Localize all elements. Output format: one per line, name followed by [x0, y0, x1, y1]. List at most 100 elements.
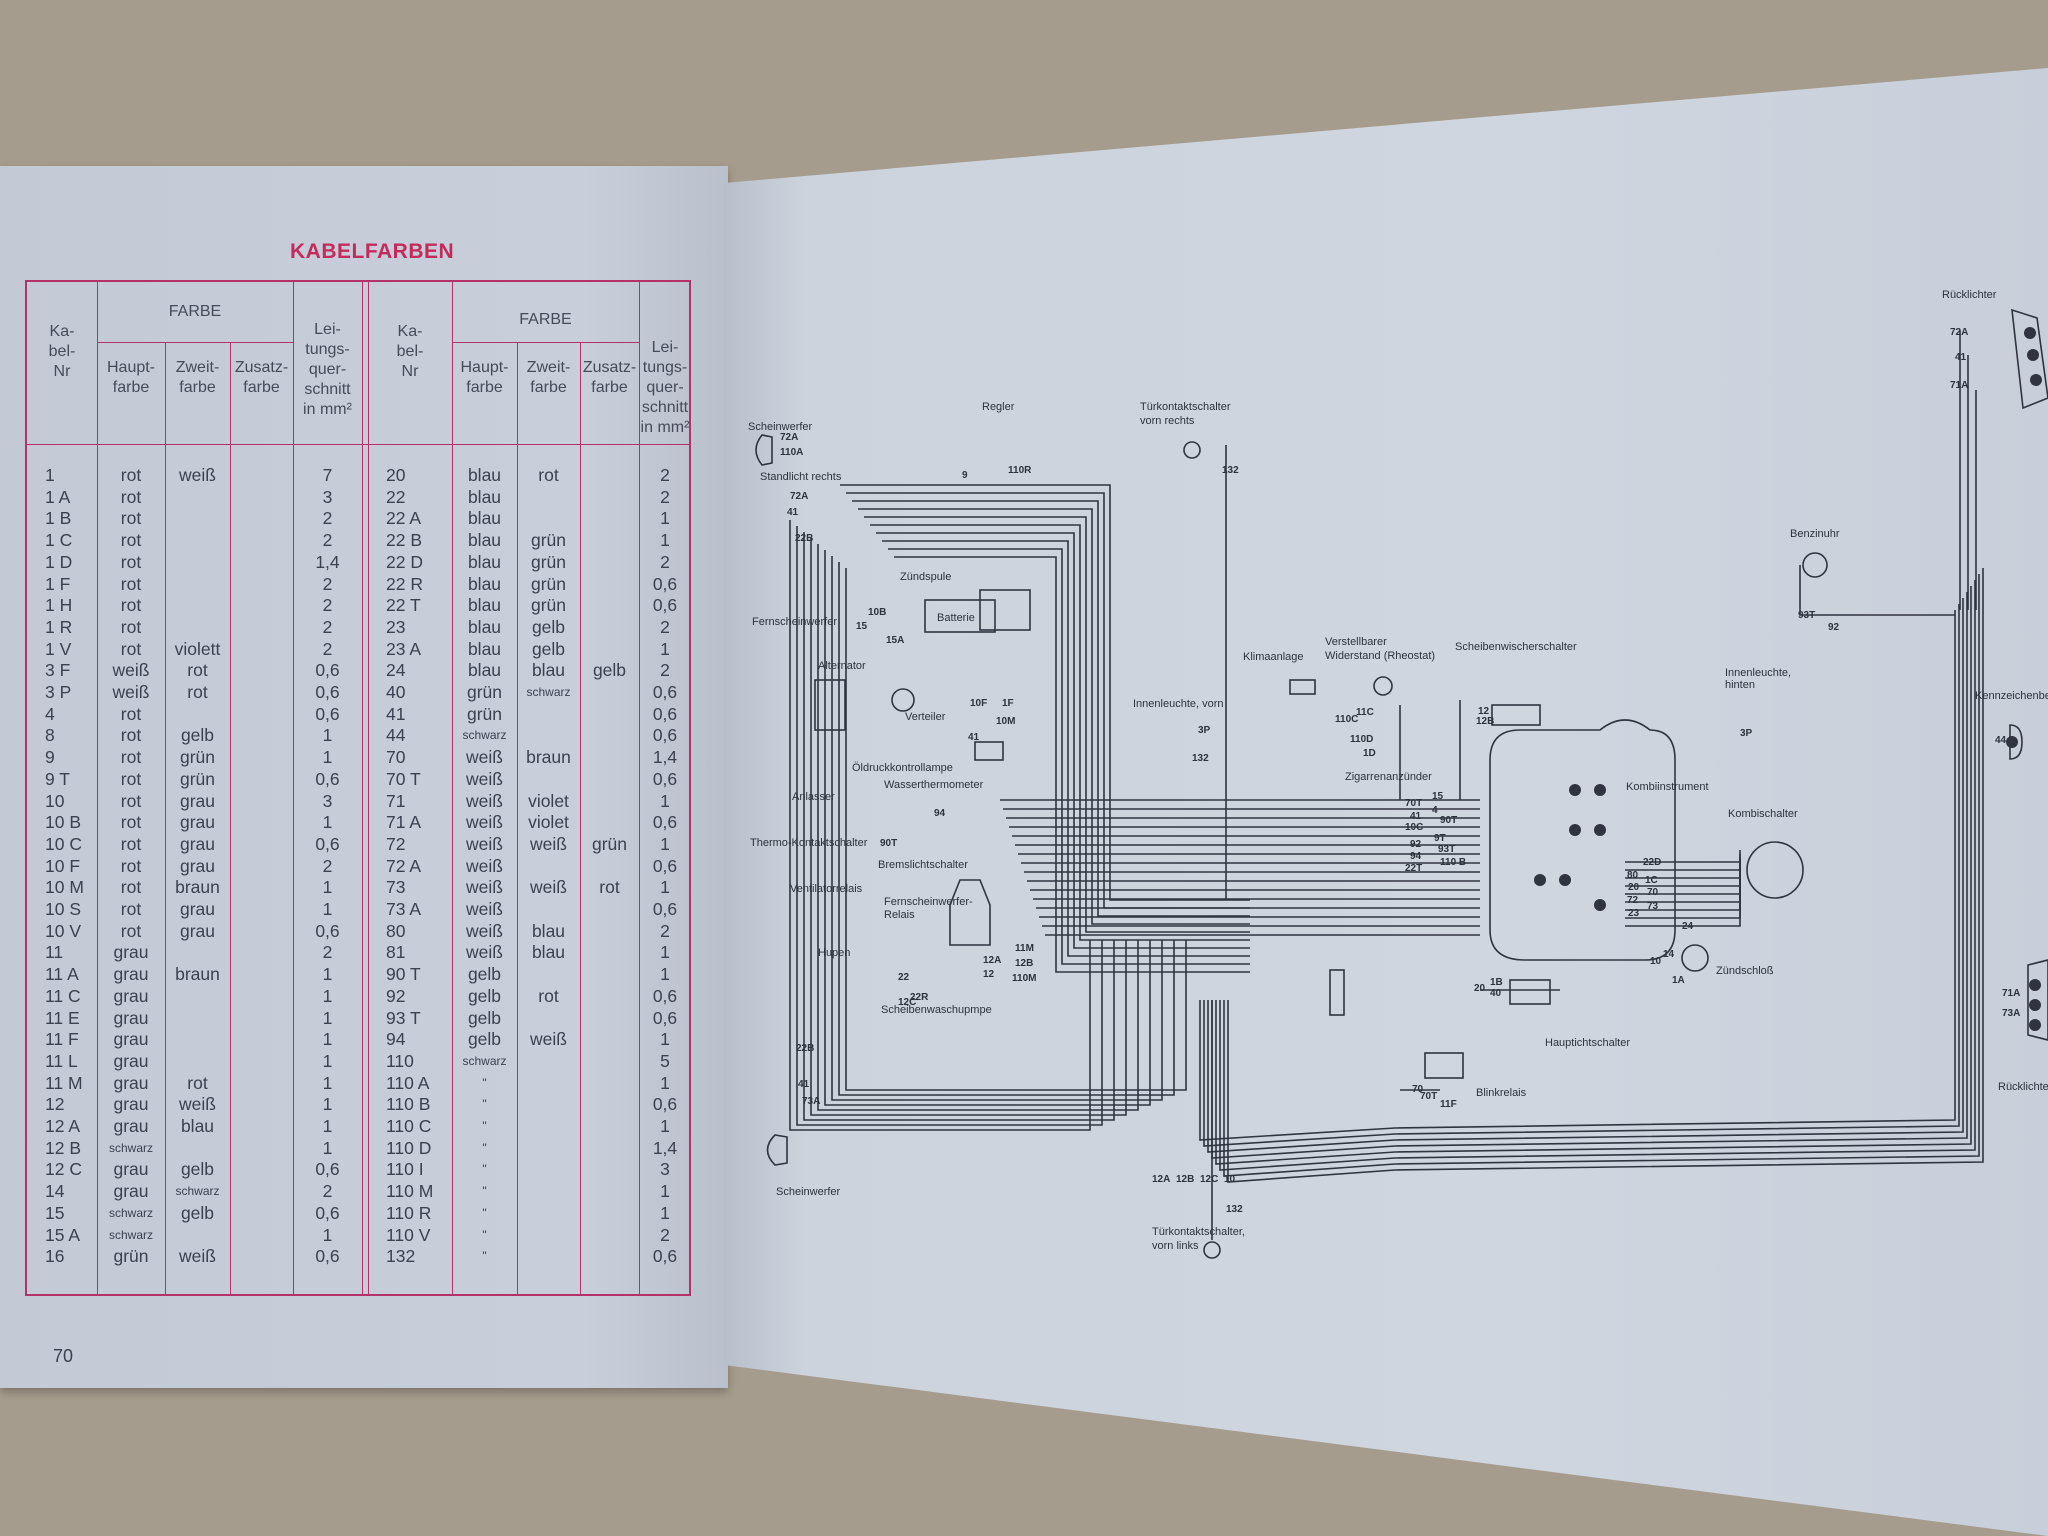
cell-hauptfarbe: weiß — [466, 920, 503, 941]
left-bundle-wire — [824, 550, 1151, 1106]
cell-querschnitt: 2 — [322, 573, 333, 594]
cell-hauptfarbe: rot — [120, 877, 142, 898]
cell-querschnitt: 1 — [322, 1137, 333, 1158]
cell-hauptfarbe: grau — [113, 1116, 149, 1136]
cell-hauptfarbe: rot — [120, 855, 142, 876]
cell-querschnitt: 1 — [322, 1094, 333, 1115]
component-label-waschpumpe: Scheibenwaschupmpe — [881, 1004, 992, 1016]
table-row: 110 I"3 — [27, 1158, 689, 1180]
lamp-icon — [1559, 874, 1571, 886]
cell-querschnitt: 2 — [660, 920, 670, 941]
cell-hauptfarbe: weiß — [466, 812, 503, 833]
cell-kabel-nr: 92 — [386, 985, 406, 1006]
wire-label: 40 — [1490, 988, 1502, 999]
cell-kabel-nr: 22 A — [386, 508, 422, 529]
cell-querschnitt: 1 — [660, 1181, 670, 1202]
wire-label: 80 — [1627, 870, 1639, 881]
cell-querschnitt: 2 — [322, 508, 333, 529]
wire-label: 73A — [802, 1096, 820, 1107]
cell-zweitfarbe: rot — [187, 660, 208, 681]
cell-hauptfarbe: blau — [467, 551, 502, 572]
cell-zweitfarbe: weiß — [530, 833, 567, 854]
cell-kabel-nr: 8 — [45, 725, 55, 746]
cell-hauptfarbe: grau — [113, 1181, 149, 1202]
cell-kabel-nr: 70 T — [386, 768, 421, 789]
cell-kabel-nr: 72 A — [386, 855, 422, 876]
wire-label: 22R — [910, 992, 929, 1003]
cell-hauptfarbe: blau — [467, 530, 502, 551]
blinkrelais-symbol — [1424, 1052, 1464, 1079]
cell-querschnitt: 1 — [322, 1116, 333, 1136]
cell-querschnitt: 0,6 — [652, 725, 678, 746]
cell-kabel-nr: 110 D — [386, 1137, 432, 1158]
component-label-blinkrelais: Blinkrelais — [1476, 1087, 1527, 1099]
wire-label: 90T — [880, 838, 897, 849]
lamp-icon — [1569, 824, 1581, 836]
component-label-fern-relais: Relais — [884, 909, 915, 921]
cell-kabel-nr: 12 A — [45, 1116, 81, 1136]
rheostat-symbol — [1373, 676, 1393, 696]
cell-hauptfarbe: rot — [120, 899, 142, 919]
wire-label: 90T — [1440, 815, 1457, 826]
wire-label: 22T — [1405, 863, 1422, 874]
cell-hauptfarbe: weiß — [466, 942, 503, 963]
cell-kabel-nr: 110 V — [386, 1224, 431, 1245]
lamp-icon — [1594, 824, 1606, 836]
cell-hauptfarbe: rot — [120, 530, 142, 551]
wire-label: 9 — [962, 470, 968, 481]
cell-querschnitt: 0,6 — [652, 1094, 678, 1115]
wire-label: 12C — [898, 997, 916, 1008]
cell-kabel-nr: 11 A — [45, 964, 79, 985]
header-hauptfarbe: Haupt-farbe — [106, 359, 156, 396]
cell-kabel-nr: 110 — [386, 1050, 414, 1071]
cell-querschnitt: 0,6 — [652, 682, 678, 702]
cell-kabel-nr: 22 — [386, 486, 406, 507]
wire-label: 41 — [787, 507, 799, 518]
klimaanlage-symbol — [1289, 679, 1316, 695]
wire-label: 92 — [1828, 622, 1840, 633]
cell-zweitfarbe: violet — [528, 812, 569, 833]
left-bundle-wire — [817, 544, 1139, 1111]
wire-label: 72A — [790, 491, 808, 502]
wire-label: 15 — [1432, 791, 1444, 802]
left-bundle-wire — [810, 538, 1127, 1116]
cell-zweitfarbe: grün — [530, 595, 567, 616]
wire-label: 110 B — [1440, 857, 1466, 868]
component-label-kennzeichen: Kennzeichenbel — [1975, 690, 2048, 702]
component-label-ruecklichter-unten: Rücklichter — [1998, 1081, 2048, 1093]
component-label-alternator: Alternator — [818, 660, 866, 672]
wire-label: 10C — [1405, 822, 1423, 833]
wire-label: 15A — [886, 635, 904, 646]
zuendspule-symbol — [979, 589, 1031, 631]
table-row: 110 B"0,6 — [27, 1093, 689, 1115]
wire-label: 11C — [1356, 707, 1374, 718]
cell-kabel-nr: 73 A — [386, 899, 422, 919]
cell-querschnitt: 1 — [660, 1072, 670, 1093]
cell-querschnitt: 0,6 — [315, 1202, 340, 1223]
cell-hauptfarbe: blau — [467, 595, 502, 616]
cell-hauptfarbe: gelb — [467, 1029, 502, 1050]
wire-label: 93T — [1798, 610, 1815, 621]
cell-hauptfarbe: rot — [120, 725, 142, 746]
cell-kabel-nr: 1 V — [45, 638, 72, 659]
wire-label: 1C — [1645, 875, 1658, 886]
wire-label: 12C — [1200, 1174, 1218, 1185]
wire-label: 94 — [934, 808, 946, 819]
cell-kabel-nr: 1 D — [45, 551, 73, 572]
cell-hauptfarbe: rot — [120, 486, 142, 507]
cell-querschnitt: 0,6 — [652, 595, 678, 616]
cell-zweitfarbe: grün — [530, 551, 567, 572]
